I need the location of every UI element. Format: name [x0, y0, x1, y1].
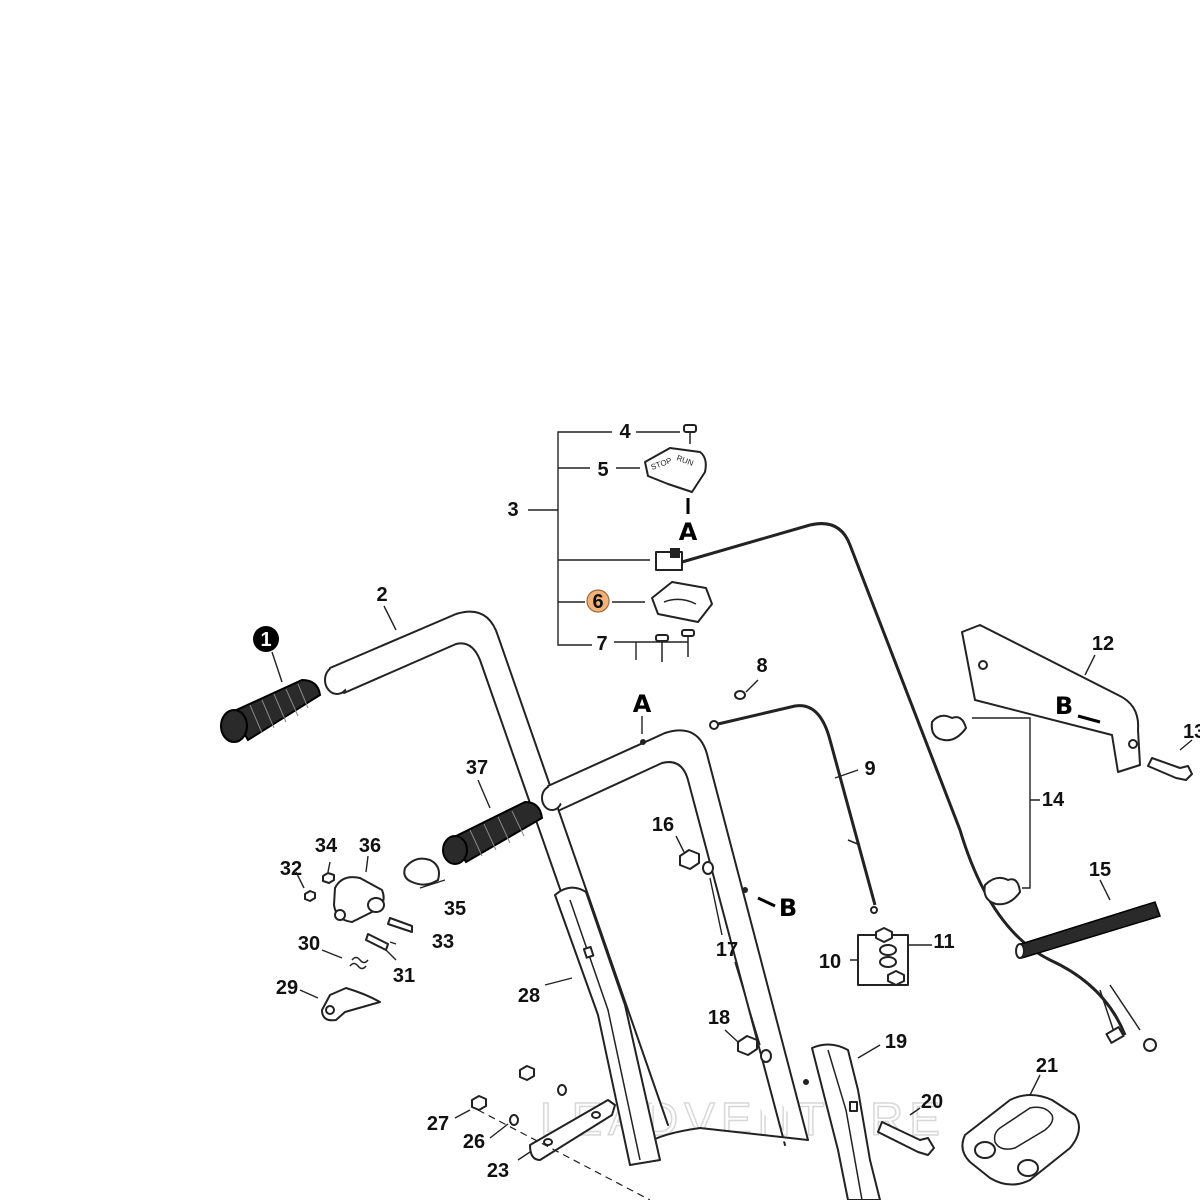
- screw-4: [683, 424, 697, 433]
- callout-6[interactable]: 6: [592, 591, 603, 613]
- plate-23: [471, 1065, 651, 1200]
- callout-30[interactable]: 30: [298, 933, 320, 955]
- switch-cover: [644, 447, 707, 493]
- callout-36[interactable]: 36: [359, 835, 381, 857]
- clips-14: [930, 714, 1040, 906]
- callout-13[interactable]: 13: [1183, 721, 1200, 743]
- callout-3[interactable]: 3: [507, 499, 518, 521]
- left-grip: [220, 678, 322, 743]
- switch-assembly: STOP RUN: [528, 424, 713, 662]
- bracket-body: [961, 624, 1141, 773]
- leader-lines: [271, 605, 1111, 1139]
- frame-left: [554, 886, 661, 1166]
- group-bracket: [557, 431, 612, 646]
- callout-29[interactable]: 29: [276, 977, 298, 999]
- callout-16[interactable]: 16: [652, 814, 674, 836]
- callout-27[interactable]: 27: [427, 1113, 449, 1135]
- frame-right: [811, 1043, 881, 1200]
- bolt-13: [1147, 739, 1193, 781]
- callout-1-marker: [253, 626, 279, 652]
- washer-8: [734, 690, 746, 700]
- handle-21: [961, 1074, 1080, 1186]
- fasteners-16-17-18: [679, 849, 772, 1063]
- callout-26[interactable]: 26: [463, 1131, 485, 1153]
- reference-letters: A A B B: [633, 518, 1073, 922]
- grip-end: [442, 835, 468, 865]
- bolt-20: [877, 1107, 935, 1156]
- clip-35: [403, 857, 440, 886]
- callout-15[interactable]: 15: [1089, 859, 1111, 881]
- frame-28: [554, 886, 661, 1166]
- callout-33[interactable]: 33: [432, 931, 454, 953]
- callout-14[interactable]: 14: [1042, 789, 1065, 811]
- callout-12[interactable]: 12: [1092, 633, 1114, 655]
- callout-10[interactable]: 10: [819, 951, 841, 973]
- callout-35[interactable]: 35: [444, 898, 466, 920]
- ref-a-handle: A: [633, 690, 652, 718]
- hole: [803, 1079, 809, 1085]
- hose-15: [1017, 901, 1161, 959]
- callout-19[interactable]: 19: [885, 1031, 907, 1053]
- callout-2[interactable]: 2: [376, 584, 387, 606]
- right-grip: [442, 800, 544, 865]
- callout-8[interactable]: 8: [756, 655, 767, 677]
- callout-18[interactable]: 18: [708, 1007, 730, 1029]
- ref-a-switch: A: [679, 518, 698, 546]
- handle-21-body: [961, 1094, 1080, 1186]
- callout-labels: 1 2 3 4 5 6 7 8 9 10 11 12 13 14 15 16 1…: [260, 421, 1200, 1182]
- throttle-cable: [709, 690, 878, 914]
- throttle-assembly: [295, 855, 446, 1022]
- hole: [640, 739, 646, 745]
- callout-20[interactable]: 20: [921, 1091, 943, 1113]
- callout-17[interactable]: 17: [716, 939, 738, 961]
- callout-4[interactable]: 4: [619, 421, 631, 443]
- callout-7[interactable]: 7: [596, 633, 607, 655]
- frame-19: [811, 1043, 881, 1200]
- switch-cable: [681, 522, 1127, 1036]
- hole: [742, 887, 748, 893]
- inner-handle-left: [559, 761, 786, 1146]
- ref-b-frame: B: [779, 894, 797, 922]
- grip-body: [450, 800, 544, 864]
- handle-tube-inner: [343, 642, 647, 1136]
- callout-1[interactable]: 1: [260, 629, 271, 651]
- callout-23[interactable]: 23: [487, 1160, 509, 1182]
- lever-29: [321, 987, 381, 1022]
- grip-body: [230, 678, 322, 742]
- callout-28[interactable]: 28: [518, 985, 540, 1007]
- callout-32[interactable]: 32: [280, 858, 302, 880]
- callout-9[interactable]: 9: [864, 758, 875, 780]
- ref-b-bracket: B: [1055, 692, 1073, 720]
- callout-5[interactable]: 5: [597, 459, 608, 481]
- callout-11[interactable]: 11: [933, 931, 954, 953]
- callout-31[interactable]: 31: [393, 965, 415, 987]
- callout-34[interactable]: 34: [315, 835, 338, 857]
- switch-base: [651, 581, 713, 623]
- callout-37[interactable]: 37: [466, 757, 488, 779]
- highlight-marker: [586, 589, 610, 613]
- callout-21[interactable]: 21: [1036, 1055, 1058, 1077]
- connector-block: [850, 927, 932, 986]
- bracket-12: [961, 624, 1141, 773]
- screws-7: [655, 629, 695, 662]
- grip-end: [220, 709, 248, 743]
